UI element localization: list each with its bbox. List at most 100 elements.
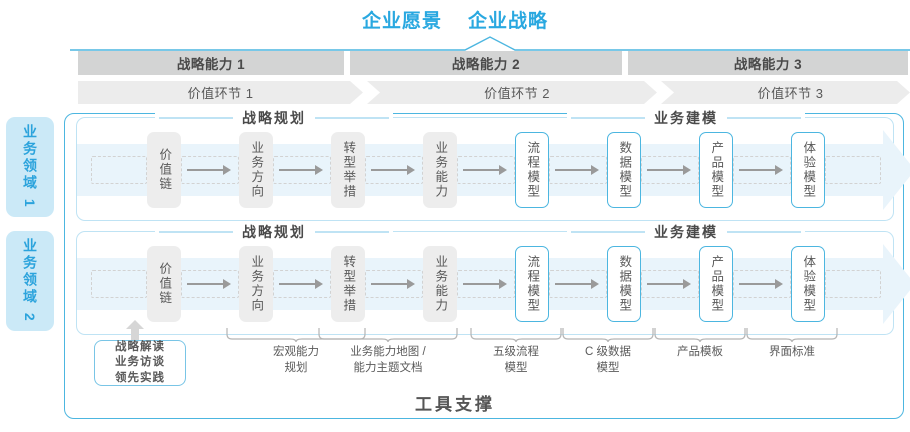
capability-cell-1[interactable]: 战略能力 1 xyxy=(78,51,344,75)
brace-icon xyxy=(318,328,458,342)
node-label: 体验模型 xyxy=(801,255,816,313)
node-box[interactable]: 产品模型 xyxy=(699,246,733,322)
track-segment xyxy=(181,270,239,298)
domain-row-1: 战略规划 业务建模 价值链 业务方向 转型举措 业务能力 流程模型 数据模型 产… xyxy=(76,109,910,221)
tool-label-line-1: 产品模板 xyxy=(677,346,723,358)
section-label-business-modeling-1: 业务建模 xyxy=(567,109,805,127)
tool-label-2: 业务能力地图 / 能力主题文档 xyxy=(318,345,458,376)
flow-arrow-icon xyxy=(647,165,691,175)
node-box[interactable]: 业务方向 xyxy=(239,246,273,322)
flow-arrow-icon xyxy=(555,165,599,175)
track-segment xyxy=(273,156,331,184)
node-label: 业务方向 xyxy=(249,255,264,313)
node-box[interactable]: 体验模型 xyxy=(791,246,825,322)
track-segment xyxy=(733,270,791,298)
tool-label-line-1: C 级数据 xyxy=(585,346,631,358)
domain-tag-1[interactable]: 业务领域 1 xyxy=(6,117,54,217)
track-segment xyxy=(365,270,423,298)
domain-tag-2[interactable]: 业务领域 2 xyxy=(6,231,54,331)
section-rule-right xyxy=(727,117,801,119)
value-label-3: 价值环节 3 xyxy=(757,86,824,101)
track-segment xyxy=(457,270,515,298)
node-box[interactable]: 流程模型 xyxy=(515,132,549,208)
node-box[interactable]: 业务能力 xyxy=(423,132,457,208)
node-label: 价值链 xyxy=(157,148,172,192)
track-segment xyxy=(181,156,239,184)
flow-arrow-icon xyxy=(463,279,507,289)
domain-tag-label-2: 业务领域 2 xyxy=(22,238,38,324)
section-rule-left xyxy=(571,117,645,119)
value-cell-3[interactable]: 价值环节 3 xyxy=(661,81,910,104)
track-segment xyxy=(825,156,881,184)
capability-label-2: 战略能力 2 xyxy=(451,57,521,72)
value-label-1: 价值环节 1 xyxy=(187,86,254,101)
tool-input-box[interactable]: 战略解读 业务访谈 领先实践 xyxy=(94,340,186,386)
node-label: 数据模型 xyxy=(617,141,632,199)
section-title-text: 战略规划 xyxy=(242,110,306,126)
node-box[interactable]: 价值链 xyxy=(147,132,181,208)
tool-label-line-2: 模型 xyxy=(504,361,528,374)
node-box[interactable]: 价值链 xyxy=(147,246,181,322)
node-box[interactable]: 数据模型 xyxy=(607,132,641,208)
flow-arrow-icon xyxy=(279,279,323,289)
node-label: 流程模型 xyxy=(525,255,540,313)
section-rule-right xyxy=(315,117,389,119)
flow-arrow-icon xyxy=(371,165,415,175)
section-label-strategy-planning-1: 战略规划 xyxy=(155,109,393,127)
node-box[interactable]: 数据模型 xyxy=(607,246,641,322)
flow-arrow-icon xyxy=(739,165,783,175)
brace-icon xyxy=(654,328,746,342)
domain-tag-label-1: 业务领域 1 xyxy=(22,124,38,210)
node-label: 产品模型 xyxy=(709,141,724,199)
tool-label-line-1: 宏观能力 xyxy=(273,346,319,358)
brace-icon xyxy=(746,328,838,342)
tool-support-title: 工具支撑 xyxy=(415,395,495,414)
tool-label-3: 五级流程 模型 xyxy=(470,345,562,376)
section-label-business-modeling-2: 业务建模 xyxy=(567,223,805,241)
track-segment xyxy=(549,270,607,298)
tool-label-1: 宏观能力 规划 xyxy=(226,345,366,376)
enterprise-vision-title: 企业愿景 xyxy=(361,11,442,32)
section-rule-left xyxy=(159,231,233,233)
tool-input-line-1: 战略解读 xyxy=(115,340,165,353)
track-segment xyxy=(273,270,331,298)
node-label: 流程模型 xyxy=(525,141,540,199)
flow-arrow-icon xyxy=(187,279,231,289)
node-label: 数据模型 xyxy=(617,255,632,313)
value-cell-1[interactable]: 价值环节 1 xyxy=(78,81,363,104)
node-box[interactable]: 业务能力 xyxy=(423,246,457,322)
track-segment xyxy=(365,156,423,184)
node-label: 转型举措 xyxy=(341,255,356,313)
capability-cell-2[interactable]: 战略能力 2 xyxy=(350,51,622,75)
node-label: 业务方向 xyxy=(249,141,264,199)
section-title-text: 业务建模 xyxy=(654,224,718,240)
node-box[interactable]: 流程模型 xyxy=(515,246,549,322)
flow-arrow-icon xyxy=(187,165,231,175)
strategic-capability-row: 战略能力 1 战略能力 2 战略能力 3 xyxy=(78,51,908,75)
node-label: 体验模型 xyxy=(801,141,816,199)
section-label-strategy-planning-2: 战略规划 xyxy=(155,223,393,241)
brace-icon xyxy=(562,328,654,342)
capability-cell-3[interactable]: 战略能力 3 xyxy=(628,51,908,75)
node-box[interactable]: 转型举措 xyxy=(331,132,365,208)
tool-label-6: 界面标准 xyxy=(746,345,838,361)
header-titles: 企业愿景 企业战略 xyxy=(0,6,910,33)
track-segment xyxy=(825,270,881,298)
up-arrow-icon xyxy=(126,320,144,342)
brace-icon xyxy=(470,328,562,342)
tool-label-4: C 级数据 模型 xyxy=(562,345,654,376)
track-segment xyxy=(91,156,147,184)
section-title-text: 战略规划 xyxy=(242,224,306,240)
flow-band-arrowhead-icon xyxy=(883,244,910,324)
capability-label-1: 战略能力 1 xyxy=(176,57,246,72)
section-rule-left xyxy=(159,117,233,119)
node-box[interactable]: 体验模型 xyxy=(791,132,825,208)
domain-row-2: 战略规划 业务建模 价值链 业务方向 转型举措 业务能力 流程模型 数据模型 产… xyxy=(76,223,910,335)
value-label-2: 价值环节 2 xyxy=(484,86,550,101)
node-box[interactable]: 转型举措 xyxy=(331,246,365,322)
tool-label-line-2: 规划 xyxy=(284,361,308,374)
node-box[interactable]: 业务方向 xyxy=(239,132,273,208)
node-box[interactable]: 产品模型 xyxy=(699,132,733,208)
flow-arrow-icon xyxy=(279,165,323,175)
value-cell-2[interactable]: 价值环节 2 xyxy=(367,81,657,104)
